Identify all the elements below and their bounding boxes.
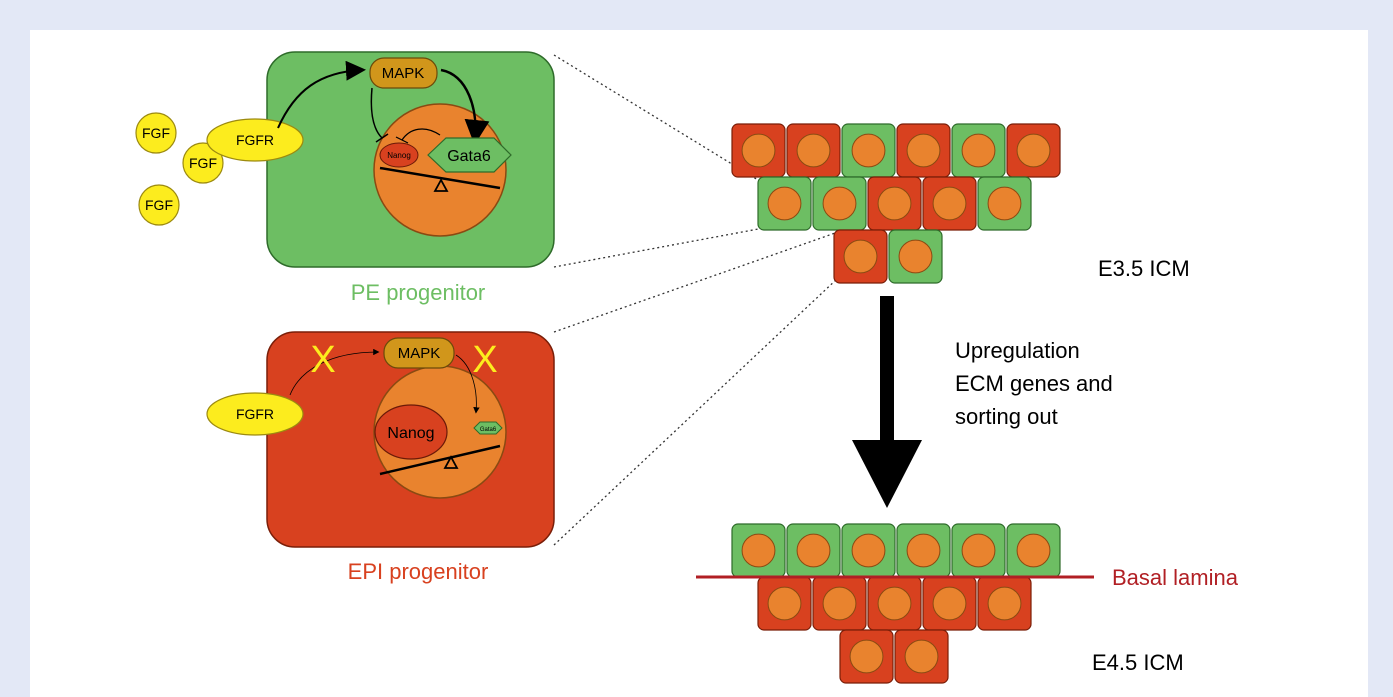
icm-cell-pe [841,523,896,578]
icm-cell-epi [977,576,1032,631]
icm-cell-epi [839,629,894,684]
epi-gata6-label: Gata6 [480,427,497,433]
fgf-label: FGF [189,155,217,171]
icm-cell-epi [833,229,888,284]
pe-fgfr-receptor [206,118,304,162]
epi-nanog-label: Nanog [387,425,434,442]
icm-cell-pe [731,523,786,578]
pe-nanog [379,142,419,168]
fgfr-to-mapk-arrow [277,60,366,129]
icm-cell-epi [867,176,922,231]
icm-cell-epi [922,576,977,631]
epi-gata6 [473,421,503,435]
blocked-x-mark-1: X [310,339,335,381]
pe-mapk-node [369,57,438,89]
epi-mapk-node [383,337,455,369]
zoom-line [553,231,839,333]
transition-text-line-1: Upregulation [955,338,1080,363]
icm-cell-pe [757,176,812,231]
pe-nanog-label: Nanog [387,151,411,160]
pe-balance-beam [379,166,501,190]
transition-text-line-2: ECM genes and [955,371,1113,396]
transition-text-line-3: sorting out [955,404,1058,429]
zoom-line [553,277,839,546]
zoom-line [553,54,759,181]
pe-mapk-label: MAPK [382,65,425,82]
fgf-ligand-2: FGF [182,142,224,184]
epi-progenitor-label: EPI progenitor [348,559,489,584]
icm-cell-epi [922,176,977,231]
icm-cell-epi [812,576,867,631]
epi-fgfr-to-mapk-arrow [289,348,380,396]
icm-cell-epi [894,629,949,684]
e35-icm-label: E3.5 ICM [1098,256,1190,281]
epi-fgfr-label: FGFR [236,406,274,422]
icm-cell-epi [731,123,786,178]
icm-e35-cells [731,123,1061,284]
icm-cell-pe [786,523,841,578]
fgf-ligand-1: FGF [135,112,177,154]
icm-cell-pe [896,523,951,578]
transition-arrow [852,296,922,508]
pe-gata6 [427,137,512,173]
icm-cell-pe [812,176,867,231]
zoom-line [553,221,797,268]
epi-balance-fulcrum [443,455,459,469]
epi-progenitor-cell: FGFR MAPK X X Nanog Gata6 EPI progenitor [206,331,555,584]
epi-balance-beam [379,444,501,476]
mapk-to-gata6-arrow [440,68,490,145]
icm-cell-pe [977,176,1032,231]
icm-cell-epi [786,123,841,178]
icm-cell-epi [757,576,812,631]
epi-mapk-to-gata6-arrow [455,354,480,414]
icm-cell-pe [951,523,1006,578]
gata6-inhibits-nanog [401,128,441,141]
e45-icm-label: E4.5 ICM [1092,650,1184,675]
fgf-label: FGF [142,125,170,141]
blocked-x-mark-2: X [472,339,497,381]
icm-cell-pe [841,123,896,178]
epi-mapk-label: MAPK [398,345,441,362]
icm-cell-pe [1006,523,1061,578]
pe-fgfr-label: FGFR [236,132,274,148]
icm-cell-pe [888,229,943,284]
pe-balance-fulcrum [433,178,449,192]
mapk-inhibits-nanog [370,87,383,139]
pe-progenitor-label: PE progenitor [351,280,486,305]
zoom-guide-lines [553,54,839,546]
fgf-ligand-3: FGF [138,184,180,226]
icm-cell-epi [867,576,922,631]
pe-progenitor-cell: FGF FGF FGF FGFR MAPK Nanog Gata6 PE pr [135,51,555,305]
icm-cell-epi [896,123,951,178]
icm-e45-cells [731,523,1061,684]
epi-nanog [374,404,448,460]
icm-cell-epi [1006,123,1061,178]
epi-fgfr-receptor [206,392,304,436]
fgf-label: FGF [145,197,173,213]
icm-cell-pe [951,123,1006,178]
basal-lamina-label: Basal lamina [1112,565,1239,590]
pe-gata6-label: Gata6 [447,148,491,165]
